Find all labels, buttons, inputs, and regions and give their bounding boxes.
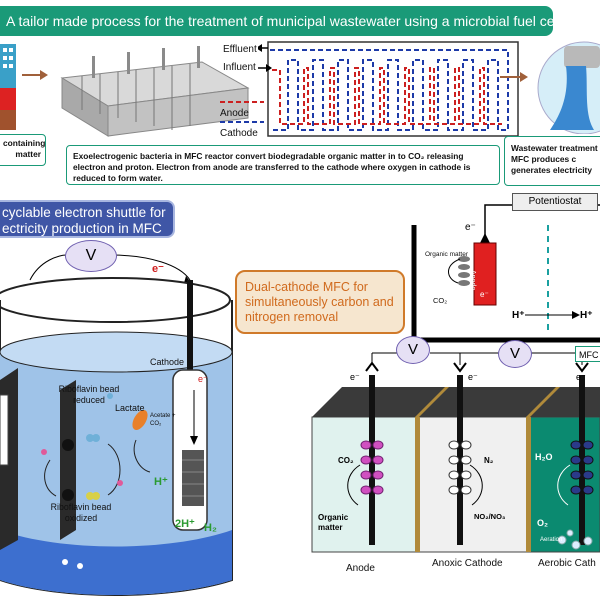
potentiostat-box: Potentiostat <box>512 193 598 211</box>
water-discharge-icon <box>537 41 600 134</box>
shuttle-cathode-label: Cathode <box>150 357 185 367</box>
chamber-anoxic-label: Anoxic Cathode <box>432 558 503 569</box>
h2-label: H₂ <box>204 522 217 534</box>
shuttle-title: cyclable electron shuttle for ectricity … <box>2 205 166 236</box>
mfc-reactor-illustration <box>60 46 250 137</box>
shuttle-voltmeter-label: V <box>85 247 97 264</box>
aeration-label: Aeration <box>540 537 563 543</box>
dual-voltmeter-right: V <box>498 340 532 368</box>
anoxic-electron-label: e⁻ <box>468 372 478 382</box>
influent-label: Influent <box>223 62 256 73</box>
header-banner: A tailor made process for the treatment … <box>0 6 553 36</box>
containing-note: containing matter <box>0 134 46 166</box>
chamber-aerobic-label: Aerobic Cath <box>538 558 596 569</box>
potentiostat-label: Potentiostat <box>528 196 582 207</box>
shuttle-voltmeter: V <box>65 240 117 272</box>
two-h-label: 2H⁺ <box>175 518 195 530</box>
right-note-text: Wastewater treatment MFC produces c gene… <box>511 143 598 175</box>
anode-co2-label: CO₂ <box>338 456 354 465</box>
o2-label: O₂ <box>537 518 548 528</box>
cathode-electron-label: e⁻ <box>198 374 208 384</box>
lactate-label: Lactate <box>115 403 145 413</box>
riboflavin-reduced-label: Riboflavin bead reduced <box>58 384 120 405</box>
pot-h-left-label: H⁺ <box>512 310 525 321</box>
dual-voltmeter-right-label: V <box>509 345 520 362</box>
pot-h-right-label: H⁺ <box>580 310 593 321</box>
potentiostat-diagram <box>411 204 600 343</box>
aerobic-electron-label: e⁻ <box>576 372 586 382</box>
flow-diagram <box>258 41 519 137</box>
mfc-tag: MFC <box>575 346 600 362</box>
dual-voltmeter-left-label: V <box>407 341 418 358</box>
acetate-label: Acetate + CO₂ <box>150 413 176 427</box>
riboflavin-oxidized-label: Riboflavin bead oxidized <box>50 502 112 523</box>
right-note-box: Wastewater treatment MFC produces c gene… <box>504 136 600 186</box>
dual-cathode-reactor <box>311 352 600 553</box>
dual-cathode-label: Dual-cathode MFC for simultaneously carb… <box>245 280 394 324</box>
anode-legend-label: Anode <box>220 108 249 119</box>
header-title: A tailor made process for the treatment … <box>6 13 553 29</box>
effluent-label: Effluent <box>223 44 257 55</box>
chamber-anode-label: Anode <box>346 563 375 574</box>
building-icon <box>0 44 16 130</box>
pot-organic-matter-label: Organic matter <box>425 251 468 258</box>
n2-label: N₂ <box>484 456 494 465</box>
pot-anode-label: Anode <box>469 270 476 291</box>
shuttle-proton-label: H⁺ <box>154 476 168 488</box>
shuttle-electron-label: e⁻ <box>152 263 164 275</box>
cathode-legend-label: Cathode <box>220 128 258 139</box>
containing-note-text: containing matter <box>3 138 46 159</box>
shuttle-title-banner: cyclable electron shuttle for ectricity … <box>0 200 175 238</box>
flow-legend <box>220 101 264 123</box>
no-label: NO₂/NO₃ <box>474 512 506 521</box>
mfc-tag-label: MFC <box>579 350 599 360</box>
flow-arrow-icon <box>22 70 48 80</box>
pot-anode-e-label: e⁻ <box>480 290 489 299</box>
description-text: Exoelectrogenic bacteria in MFC reactor … <box>73 151 471 183</box>
pot-co2-label: CO₂ <box>433 296 448 305</box>
potentiostat-electron-label: e⁻ <box>465 222 476 233</box>
anode-electron-label: e⁻ <box>350 372 360 382</box>
flow-arrow-right-icon <box>500 72 528 82</box>
description-box: Exoelectrogenic bacteria in MFC reactor … <box>66 145 500 185</box>
dual-voltmeter-left: V <box>396 336 430 364</box>
shuttle-mfc-diagram <box>0 254 233 596</box>
dual-cathode-label-box: Dual-cathode MFC for simultaneously carb… <box>235 270 405 334</box>
dual-organic-matter-label: Organic matter <box>318 513 349 532</box>
h2o-label: H₂O <box>535 452 553 462</box>
